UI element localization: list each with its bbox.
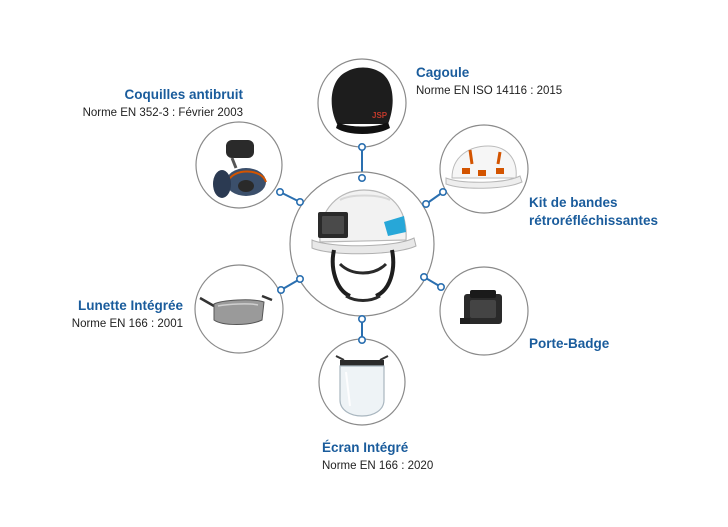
porte-badge-title: Porte-Badge (529, 336, 610, 351)
coquilles-norm: Norme EN 352-3 : Février 2003 (82, 106, 243, 119)
label-porte-badge: Porte-Badge (529, 335, 609, 353)
lunette-title: Lunette Intégrée (77, 298, 183, 313)
face-shield-icon (335, 355, 389, 417)
label-coquilles: Coquilles antibruit Norme EN 352-3 : Fév… (83, 86, 243, 120)
bandes-title-line-1: Kit de bandes (529, 195, 618, 210)
label-ecran: Écran Intégré Norme EN 166 : 2020 (322, 439, 433, 473)
label-cagoule: Cagoule Norme EN ISO 14116 : 2015 (416, 64, 562, 98)
lunette-norm: Norme EN 166 : 2001 (71, 317, 183, 330)
svg-text:JSP: JSP (372, 111, 388, 120)
cagoule-title: Cagoule (416, 65, 470, 80)
balaclava-icon: JSP (331, 67, 393, 134)
earmuffs-icon (213, 140, 267, 198)
safety-glasses-icon (199, 294, 273, 325)
hard-hat-icon (311, 189, 417, 302)
label-lunette: Lunette Intégrée Norme EN 166 : 2001 (72, 297, 183, 331)
ecran-title: Écran Intégré (322, 440, 409, 455)
connector-dots (275, 143, 447, 344)
bandes-title-line-2: rétroréfléchissantes (529, 212, 659, 228)
reflective-helmet-icon (445, 145, 523, 189)
badge-holder-icon (460, 290, 502, 324)
coquilles-title: Coquilles antibruit (124, 87, 243, 102)
cagoule-norm: Norme EN ISO 14116 : 2015 (416, 84, 563, 97)
label-bandes: Kit de bandes rétroréfléchissantes (529, 194, 658, 229)
ecran-norm: Norme EN 166 : 2020 (322, 459, 434, 472)
